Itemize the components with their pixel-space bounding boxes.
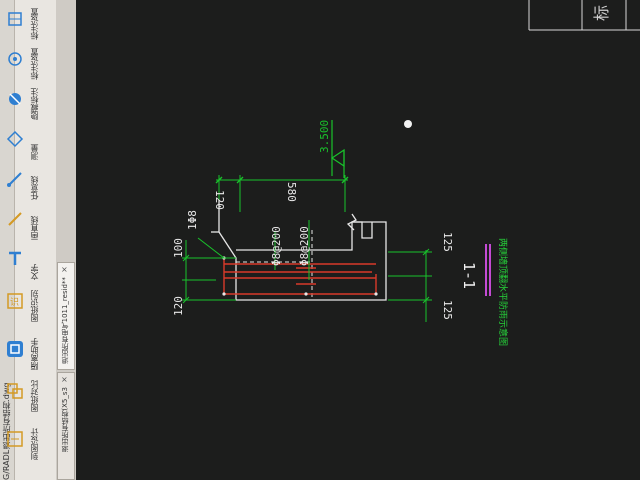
drawing-compare-icon: [6, 382, 24, 400]
dimension-top: 120 580: [213, 175, 349, 212]
dim-125-top: 125: [441, 232, 454, 252]
section-note: 两侧墙顶翻水平防雨示意图: [497, 238, 509, 346]
rebar-label-1: 1Φ8: [186, 210, 199, 230]
ribbon-label: 画直线: [30, 216, 39, 240]
isolation-helper-icon: [6, 340, 24, 358]
cursor-marker: [404, 120, 412, 128]
dimension-right: [388, 248, 432, 322]
ribbon-label: 隐藏标注: [30, 88, 39, 120]
tab-label: 退出所有电气1011_resid**: [61, 277, 69, 365]
window-title-strip: G/RADL退出所有结构.dwg: [0, 0, 15, 480]
section-underline: [485, 244, 491, 296]
settings-icon: [6, 50, 24, 68]
ribbon-button-measure[interactable]: 测量: [4, 120, 52, 160]
ribbon-label: 任意线: [30, 176, 39, 200]
ribbon-button-freeline[interactable]: 任意线: [4, 160, 52, 200]
ribbon-button-isolation-helper[interactable]: 隔离助手: [4, 330, 52, 370]
ribbon-button-line[interactable]: 画直线: [4, 200, 52, 240]
ribbon-label: 到图设计: [30, 428, 39, 460]
tab-label: 退出所有结构(X5_s3: [61, 387, 69, 453]
line-icon: [6, 210, 24, 228]
dimension-settings-icon: [6, 10, 24, 28]
text-icon: [6, 250, 24, 268]
ribbon-label: 标注设置: [30, 48, 39, 80]
drawing-recognition-icon: 识: [6, 292, 24, 310]
ribbon-button-dimension-settings[interactable]: 标注设置: [4, 0, 52, 40]
dimension-left: [182, 240, 236, 304]
rebar-label-2: Φ8@200: [270, 226, 283, 266]
ribbon-label: 标注设置: [30, 8, 39, 40]
rebar-label-3: Φ8@200: [298, 226, 311, 266]
document-tab-bar: × 退出所有结构(X5_s3 × 退出所有电气1011_resid**: [56, 0, 77, 480]
dim-125-bottom: 125: [441, 300, 454, 320]
ribbon-button-drawing-compare[interactable]: 图纸对比: [4, 372, 52, 412]
tab-structure[interactable]: × 退出所有结构(X5_s3: [57, 372, 75, 480]
cad-canvas[interactable]: 标 3.500 120 580: [76, 0, 640, 480]
drawing-svg: 标 3.500 120 580: [172, 0, 640, 346]
freeline-icon: [6, 170, 24, 188]
hide-dimension-icon: [6, 90, 24, 108]
ribbon-button-drawing-recognition[interactable]: 识 图纸识别: [4, 282, 52, 322]
ribbon-label: 测量: [30, 144, 39, 160]
svg-text:识: 识: [10, 297, 19, 308]
elevation-marker: 3.500: [318, 120, 345, 178]
title-block: 标: [528, 0, 640, 31]
ribbon-button-hide-dimension[interactable]: 隐藏标注: [4, 80, 52, 120]
tab-electrical[interactable]: × 退出所有电气1011_resid**: [57, 262, 75, 370]
section-label: 1-1: [460, 262, 478, 289]
ribbon-label: 文字: [30, 264, 39, 280]
ribbon-button-design[interactable]: 到图设计: [4, 420, 52, 460]
ribbon-label: 图纸对比: [30, 380, 39, 412]
ribbon-label: 隔离助手: [30, 338, 39, 370]
ribbon-button-text[interactable]: 文字: [4, 240, 52, 280]
ribbon-button-settings[interactable]: 标注设置: [4, 40, 52, 80]
elevation-value: 3.500: [318, 120, 331, 153]
dim-120-top: 120: [213, 190, 226, 210]
design-icon: [6, 430, 24, 448]
dim-120-left: 120: [172, 296, 185, 316]
ribbon-toolbar: G/RADL退出所有结构.dwg 标注设置 标注设置 隐藏标注 测量: [0, 0, 57, 480]
hidden-lines: [236, 230, 313, 298]
title-block-text: 标: [592, 5, 611, 21]
section-outline: [211, 200, 387, 301]
dim-100: 100: [172, 238, 185, 258]
close-icon[interactable]: ×: [61, 265, 68, 274]
measure-icon: [6, 130, 24, 148]
rebar-leaders: [197, 220, 310, 280]
ribbon-label: 图纸识别: [30, 290, 39, 322]
rebar-lines: [223, 258, 377, 295]
dim-580: 580: [285, 182, 298, 202]
close-icon[interactable]: ×: [61, 375, 68, 384]
